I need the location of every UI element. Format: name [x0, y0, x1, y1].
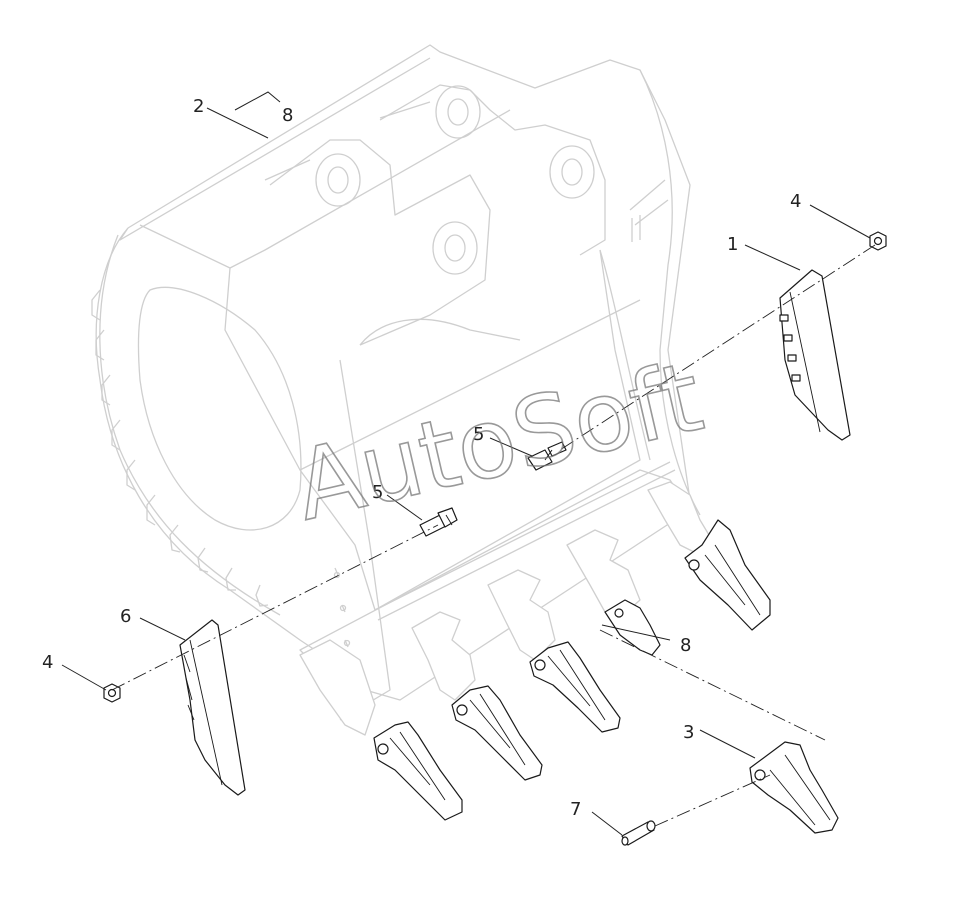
callout-5-upper: 5 [473, 424, 484, 445]
callout-2: 2 [193, 96, 204, 117]
callout-1: 1 [727, 234, 738, 255]
callout-5-lower: 5 [372, 482, 383, 503]
assembly-lines [111, 244, 876, 827]
nut-left [103, 683, 121, 703]
nut-right [869, 231, 887, 251]
bucket-body [91, 44, 701, 721]
callout-8-bottom: 8 [680, 635, 691, 656]
bolt-upper [527, 441, 567, 471]
callout-7: 7 [570, 799, 581, 820]
callout-3: 3 [683, 722, 694, 743]
side-cutter-right [779, 269, 851, 441]
callout-4-left: 4 [42, 652, 53, 673]
leader-lines [61, 91, 871, 836]
callout-4-right: 4 [790, 191, 801, 212]
tooth-tip-exploded [749, 741, 839, 834]
tooth-adapters [299, 481, 713, 736]
side-cutter-left [179, 619, 246, 796]
callout-8-top: 8 [282, 105, 293, 126]
tooth-tips [373, 519, 771, 821]
callout-6: 6 [120, 606, 131, 627]
retaining-pin [621, 820, 656, 846]
callout-labels: 2 8 4 1 5 5 6 4 8 3 7 [42, 96, 801, 820]
bolt-lower [419, 507, 458, 537]
